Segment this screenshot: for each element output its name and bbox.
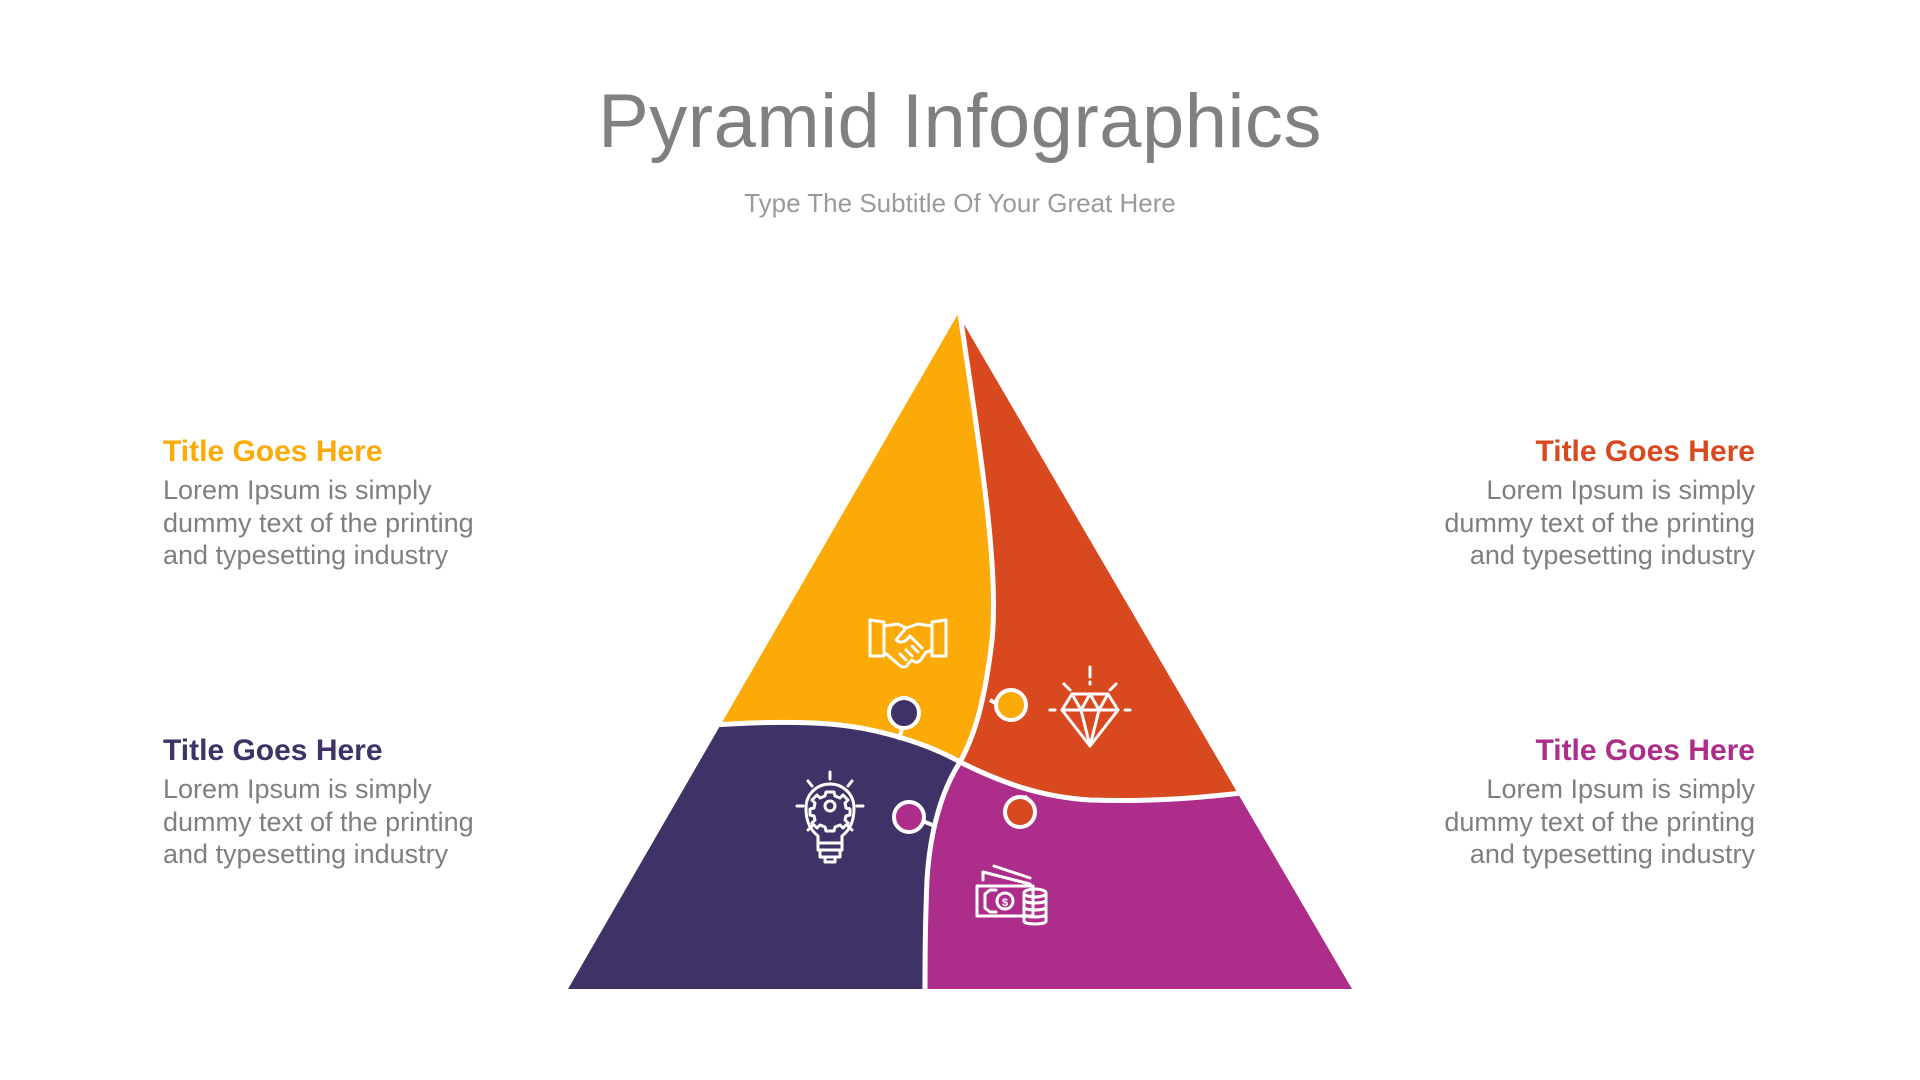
knob-yellow [989, 688, 1028, 722]
diamond-icon [1048, 665, 1132, 748]
page-title: Pyramid Infographics [598, 79, 1322, 164]
block-title: Title Goes Here [1535, 435, 1755, 468]
block-body-line: Lorem Ipsum is simply [163, 475, 432, 505]
segment-bottom-left [568, 722, 960, 989]
svg-text:$: $ [1002, 897, 1008, 909]
page-subtitle: Type The Subtitle Of Your Great Here [744, 188, 1176, 218]
segment-top-right [958, 314, 1352, 801]
block-body-line: and typesetting industry [163, 540, 449, 570]
knob-purple [887, 696, 921, 741]
text-block-top-left: Title Goes Here Lorem Ipsum is simply du… [163, 434, 583, 572]
handshake-icon [868, 618, 948, 669]
block-body-line: and typesetting industry [1469, 540, 1755, 570]
text-block-top-right: Title Goes Here Lorem Ipsum is simply du… [1335, 434, 1755, 572]
text-block-bottom-left: Title Goes Here Lorem Ipsum is simply du… [163, 733, 583, 871]
block-body-line: dummy text of the printing [1444, 507, 1755, 538]
block-body-line: dummy text of the printing [1444, 806, 1755, 837]
block-body-line: Lorem Ipsum is simply [1486, 774, 1755, 804]
money-coins-icon: $ [975, 864, 1048, 926]
block-body-line: dummy text of the printing [163, 507, 474, 538]
text-block-bottom-right: Title Goes Here Lorem Ipsum is simply du… [1335, 733, 1755, 871]
block-title: Title Goes Here [163, 435, 383, 468]
segment-top-left [568, 314, 994, 762]
block-title: Title Goes Here [1535, 734, 1755, 767]
knob-orange [1003, 794, 1037, 829]
lightbulb-gear-icon [795, 770, 865, 864]
block-body-line: dummy text of the printing [163, 806, 474, 837]
block-title: Title Goes Here [163, 734, 383, 767]
block-body-line: Lorem Ipsum is simply [1486, 475, 1755, 505]
knob-magenta [892, 800, 936, 834]
block-body-line: Lorem Ipsum is simply [163, 774, 432, 804]
block-body-line: and typesetting industry [1469, 839, 1755, 869]
block-body-line: and typesetting industry [163, 839, 449, 869]
